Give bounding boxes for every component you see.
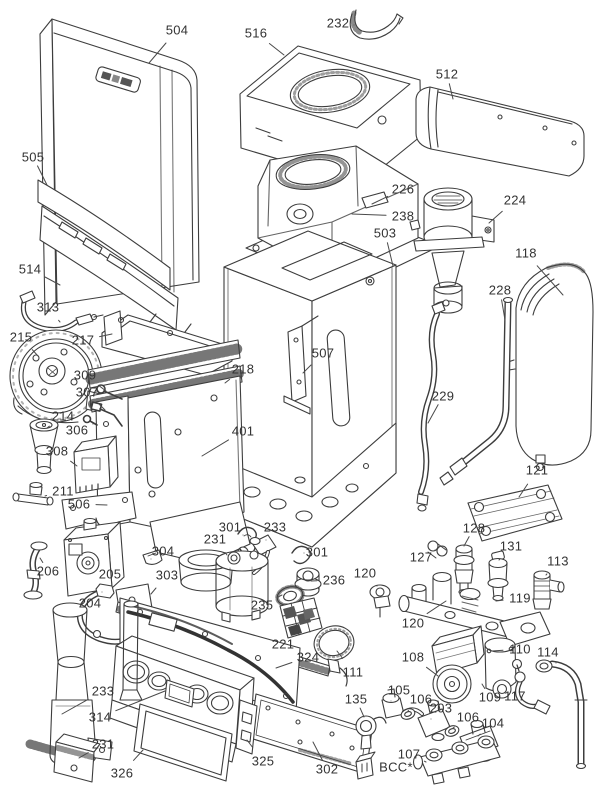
side-bracket-drawing [235, 699, 258, 755]
leader-line-106 [407, 710, 409, 712]
leader-line-113 [545, 573, 548, 576]
leader-line-108 [426, 666, 439, 677]
leader-line-308 [70, 460, 78, 467]
expansion-vessel-drawing [507, 262, 594, 472]
leader-line-504 [148, 42, 167, 64]
leader-line-211 [44, 495, 48, 497]
leader-line-238 [351, 213, 387, 216]
leader-line-401 [201, 439, 229, 457]
plate-heat-exchanger-drawing [467, 484, 563, 542]
leader-line-235 [276, 594, 283, 598]
leader-line-111 [336, 650, 344, 659]
small-valve-drawing [12, 481, 54, 506]
leader-line-119 [495, 599, 504, 602]
hydraulic-manifold-drawing [398, 571, 551, 647]
leader-line-325 [246, 739, 254, 748]
leader-line-324 [275, 662, 293, 669]
front-flap-drawing [37, 179, 179, 331]
leader-line-226 [371, 195, 389, 205]
fitting-120-drawing [369, 584, 391, 618]
flue-clip-drawing [349, 9, 404, 40]
leader-line-229 [427, 404, 439, 424]
control-box-drawing [73, 435, 119, 494]
leader-line-118 [536, 265, 564, 296]
hydraulic-fittings-drawing [427, 540, 565, 610]
leader-line-314 [115, 690, 166, 712]
leader-line-231 [78, 752, 89, 759]
leader-line-307 [98, 403, 106, 411]
siphon-base-drawing [53, 733, 101, 783]
leader-line-215 [31, 349, 39, 357]
leader-line-135 [359, 707, 365, 718]
ignition-electrode-drawing [29, 418, 59, 475]
return-elbow-drawing [23, 541, 48, 600]
outlet-pipe-drawing [439, 296, 514, 486]
leader-line-107 [423, 760, 427, 763]
leader-line-131 [498, 558, 501, 561]
gas-valve-drawing [63, 517, 125, 597]
leader-line-120 [426, 600, 447, 615]
leader-line-326 [133, 749, 144, 761]
leader-line-106 [452, 726, 455, 729]
leader-line-233 [61, 698, 89, 715]
bracket-507-drawing [283, 315, 319, 415]
leader-line-206 [39, 557, 44, 563]
leader-line-309 [98, 384, 107, 392]
terminal-block-drawing [279, 597, 323, 639]
main-frame-drawing [223, 230, 397, 548]
top-front-cover-drawing [415, 86, 585, 177]
leader-lines [31, 24, 564, 763]
leader-line-505 [37, 165, 48, 186]
filling-pipe-drawing [535, 659, 588, 770]
small-hose-drawing [19, 290, 104, 332]
leader-line-224 [488, 210, 503, 224]
condensate-trap-drawing [215, 550, 269, 623]
clip-drawing [142, 549, 163, 566]
leader-line-120 [376, 585, 378, 587]
leader-line-231 [224, 552, 228, 556]
leader-line-121 [518, 483, 529, 498]
leader-line-104 [477, 733, 481, 737]
leader-line-217 [99, 333, 113, 338]
bottom-panel-drawing [249, 693, 373, 775]
gas-air-unit-drawing [409, 187, 495, 314]
leader-line-516 [268, 43, 285, 56]
drain-hose-drawing [514, 664, 551, 715]
leader-line-214 [46, 425, 50, 429]
leader-line-205 [97, 559, 100, 562]
leader-line-110 [491, 649, 504, 652]
leader-line-109 [481, 683, 486, 689]
leader-line-512 [448, 83, 454, 100]
pump-drawing [431, 625, 523, 704]
leader-line-313 [58, 319, 61, 323]
leader-line-228 [501, 299, 506, 321]
heat-exchanger-drawing [85, 339, 251, 592]
leader-line-218 [224, 378, 231, 384]
leader-line-128 [463, 536, 470, 547]
leader-line-303 [150, 587, 157, 595]
valve-group-drawing [355, 688, 501, 785]
leader-line-503 [386, 242, 394, 267]
leader-line-507 [302, 364, 312, 374]
display-window-drawing [133, 703, 233, 782]
leader-line-302 [312, 741, 323, 761]
pressure-gauge-drawing [313, 625, 355, 687]
flexible-hose-drawing [416, 299, 450, 512]
leader-line-514 [44, 276, 61, 286]
